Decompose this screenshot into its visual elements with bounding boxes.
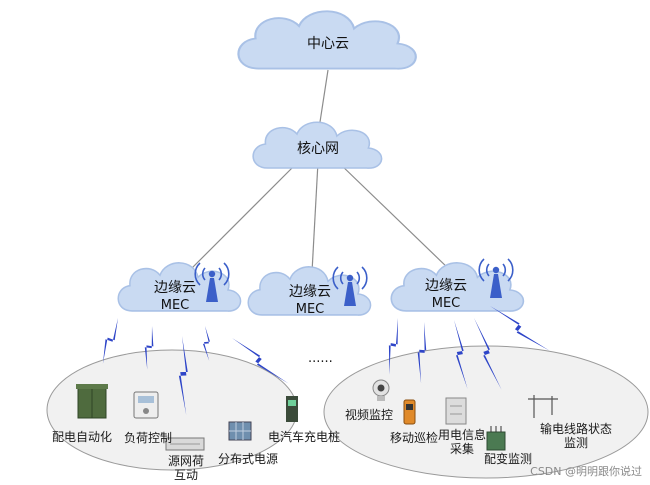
center-cloud-label: 中心云 bbox=[307, 36, 349, 52]
edge-cloud-right-label: 边缘云 MEC bbox=[416, 278, 476, 312]
label-distributed-power: 分布式电源 bbox=[218, 452, 279, 466]
ev-charger-icon bbox=[286, 396, 298, 422]
transmission-line-icon bbox=[528, 395, 558, 418]
distribution-cabinet-icon bbox=[76, 384, 108, 419]
label-power-info-line2: 采集 bbox=[450, 442, 475, 456]
link-core-edge-right bbox=[337, 161, 451, 271]
label-video-monitoring: 视频监控 bbox=[345, 408, 394, 422]
edge-cloud-left-label: 边缘云 MEC bbox=[145, 280, 205, 314]
label-source-grid-line2: 互动 bbox=[174, 468, 199, 482]
video-camera-icon bbox=[372, 379, 390, 401]
label-distribution-automation: 配电自动化 bbox=[52, 430, 113, 444]
label-power-info-collection: 用电信息 采集 bbox=[438, 428, 486, 456]
label-ev-charger: 电汽车充电桩 bbox=[268, 430, 341, 444]
load-control-meter-icon bbox=[133, 391, 159, 419]
right-device-group bbox=[323, 345, 649, 479]
label-transformer-monitoring: 配变监测 bbox=[484, 452, 533, 466]
solar-panel-icon bbox=[228, 421, 252, 441]
transformer-icon bbox=[486, 426, 506, 451]
edge-cloud-mid-title: 边缘云 bbox=[289, 284, 331, 300]
label-source-grid-load: 源网荷 互动 bbox=[168, 454, 204, 482]
label-source-grid-line1: 源网荷 bbox=[168, 454, 205, 468]
label-mobile-inspection: 移动巡检 bbox=[390, 431, 439, 445]
edge-cloud-left-title: 边缘云 bbox=[154, 280, 196, 296]
meter-cabinet-icon bbox=[445, 397, 467, 425]
label-line-state-line2: 监测 bbox=[564, 436, 589, 450]
edge-cloud-mid-sub: MEC bbox=[295, 302, 325, 317]
handheld-terminal-icon bbox=[403, 399, 416, 425]
link-core-edge-left bbox=[179, 159, 301, 281]
ellipsis-more: ...... bbox=[308, 351, 333, 366]
label-line-state-line1: 输电线路状态 bbox=[540, 422, 613, 436]
label-power-info-line1: 用电信息 bbox=[438, 428, 487, 442]
label-transmission-line-state: 输电线路状态 监测 bbox=[540, 422, 612, 450]
edge-cloud-mid-label: 边缘云 MEC bbox=[280, 284, 340, 318]
watermark: CSDN @明明跟你说过 bbox=[530, 465, 642, 478]
link-core-edge-mid bbox=[311, 161, 319, 273]
connection-lines bbox=[179, 69, 451, 281]
core-network-label: 核心网 bbox=[297, 141, 339, 157]
edge-cloud-right-title: 边缘云 bbox=[425, 278, 467, 294]
edge-cloud-right-sub: MEC bbox=[431, 296, 461, 311]
label-load-control: 负荷控制 bbox=[124, 431, 173, 445]
server-rack-icon bbox=[165, 437, 205, 451]
edge-cloud-left-sub: MEC bbox=[160, 298, 190, 313]
